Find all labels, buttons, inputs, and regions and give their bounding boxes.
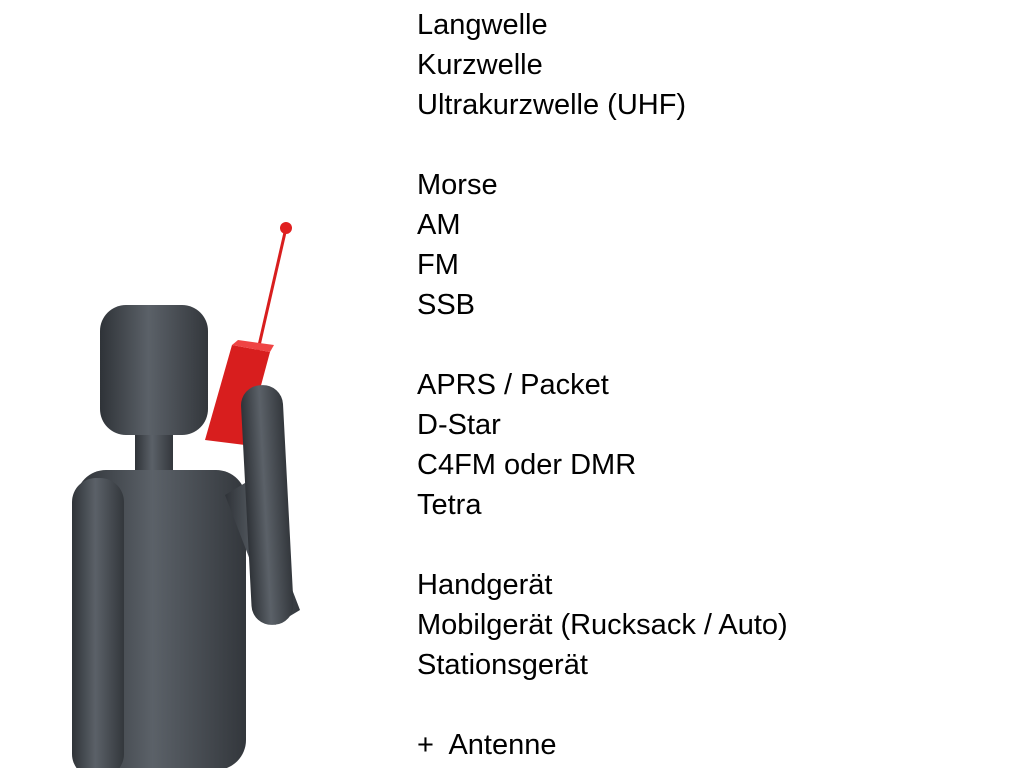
list-item: Tetra (417, 489, 482, 521)
spacer (417, 125, 788, 165)
list-item: D-Star (417, 409, 501, 441)
right-forearm (241, 385, 294, 625)
list-item: + Antenne (417, 729, 557, 761)
spacer (417, 685, 788, 725)
slide-text-list: Langwelle Kurzwelle Ultrakurzwelle (UHF)… (417, 5, 788, 765)
list-item: FM (417, 249, 459, 281)
list-item: APRS / Packet (417, 369, 609, 401)
list-item: Handgerät (417, 569, 553, 601)
list-item: Ultrakurzwelle (UHF) (417, 89, 687, 121)
list-item: SSB (417, 289, 476, 321)
spacer (417, 525, 788, 565)
spacer (417, 325, 788, 365)
radio-icon (205, 340, 274, 445)
list-item: Mobilgerät (Rucksack / Auto) (417, 609, 788, 641)
list-item: AM (417, 209, 461, 241)
neck (135, 432, 173, 472)
antenna-icon (256, 222, 292, 351)
list-item: C4FM oder DMR (417, 449, 637, 481)
list-item: Morse (417, 169, 498, 201)
list-item: Kurzwelle (417, 49, 543, 81)
head (100, 305, 208, 435)
left-arm (72, 478, 124, 768)
person-with-handheld-radio-illustration (72, 222, 300, 768)
list-item: Stationsgerät (417, 649, 588, 681)
list-item: Langwelle (417, 9, 548, 41)
